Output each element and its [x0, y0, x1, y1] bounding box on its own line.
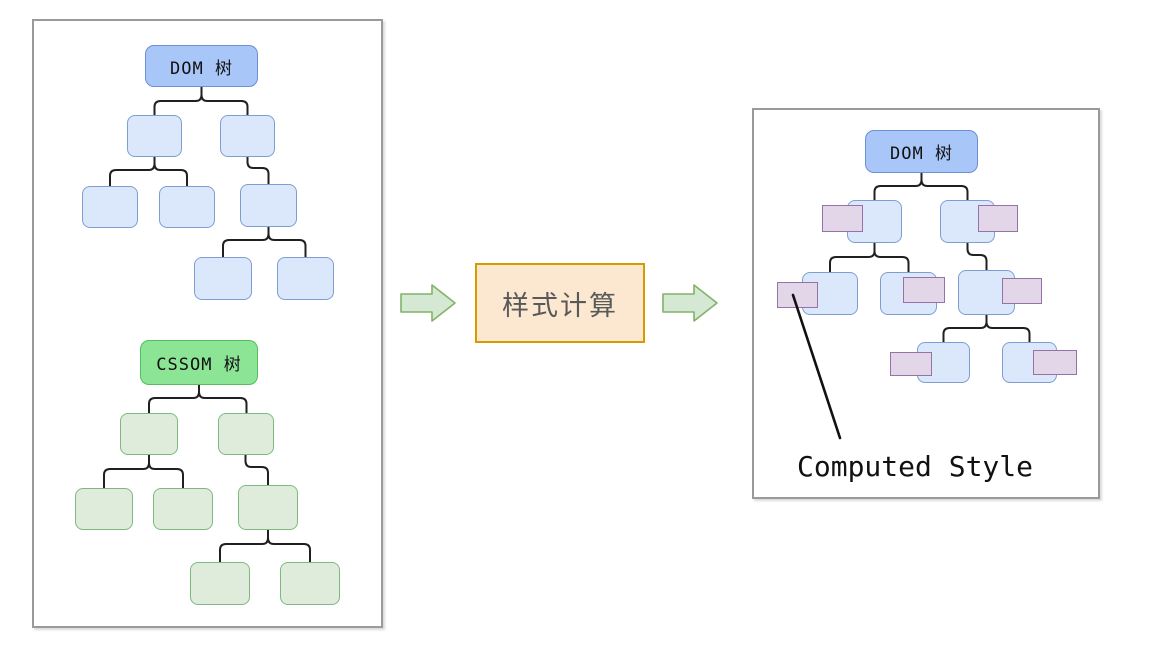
cssom-tree-node [190, 562, 250, 605]
style-calculation-box: 样式计算 [475, 263, 645, 343]
cssom-tree-root-label: CSSOM 树 [156, 355, 242, 375]
dom-tree-node [159, 186, 215, 228]
computed-style-box [1002, 278, 1042, 304]
cssom-tree-node [75, 488, 133, 530]
computed-style-box [890, 352, 932, 376]
arrow-right-icon [400, 284, 456, 322]
cssom-tree-node [280, 562, 340, 605]
computed-style-annotation: Computed Style [797, 450, 1034, 483]
dom-tree-root: DOM 树 [145, 45, 258, 87]
arrow-right-icon [662, 284, 718, 322]
styled-dom-tree-root: DOM 树 [865, 130, 978, 173]
source-trees-panel [32, 19, 383, 628]
computed-style-box [903, 277, 945, 303]
styled-dom-tree-root-label: DOM 树 [890, 144, 953, 164]
computed-style-box [978, 205, 1018, 232]
cssom-tree-node [218, 413, 274, 455]
cssom-tree-node [120, 413, 178, 455]
computed-style-box [1033, 350, 1077, 375]
dom-tree-node [277, 257, 334, 300]
dom-tree-node [82, 186, 138, 228]
cssom-tree-root: CSSOM 树 [140, 340, 258, 385]
dom-tree-node [220, 115, 275, 157]
cssom-tree-node [238, 485, 298, 530]
dom-tree-node [240, 184, 297, 227]
computed-style-box [777, 282, 818, 308]
style-calculation-label: 样式计算 [502, 290, 618, 322]
cssom-tree-node [153, 488, 213, 530]
dom-tree-node [127, 115, 182, 157]
computed-style-box [822, 205, 863, 232]
dom-tree-root-label: DOM 树 [170, 58, 233, 79]
dom-tree-node [194, 257, 252, 300]
